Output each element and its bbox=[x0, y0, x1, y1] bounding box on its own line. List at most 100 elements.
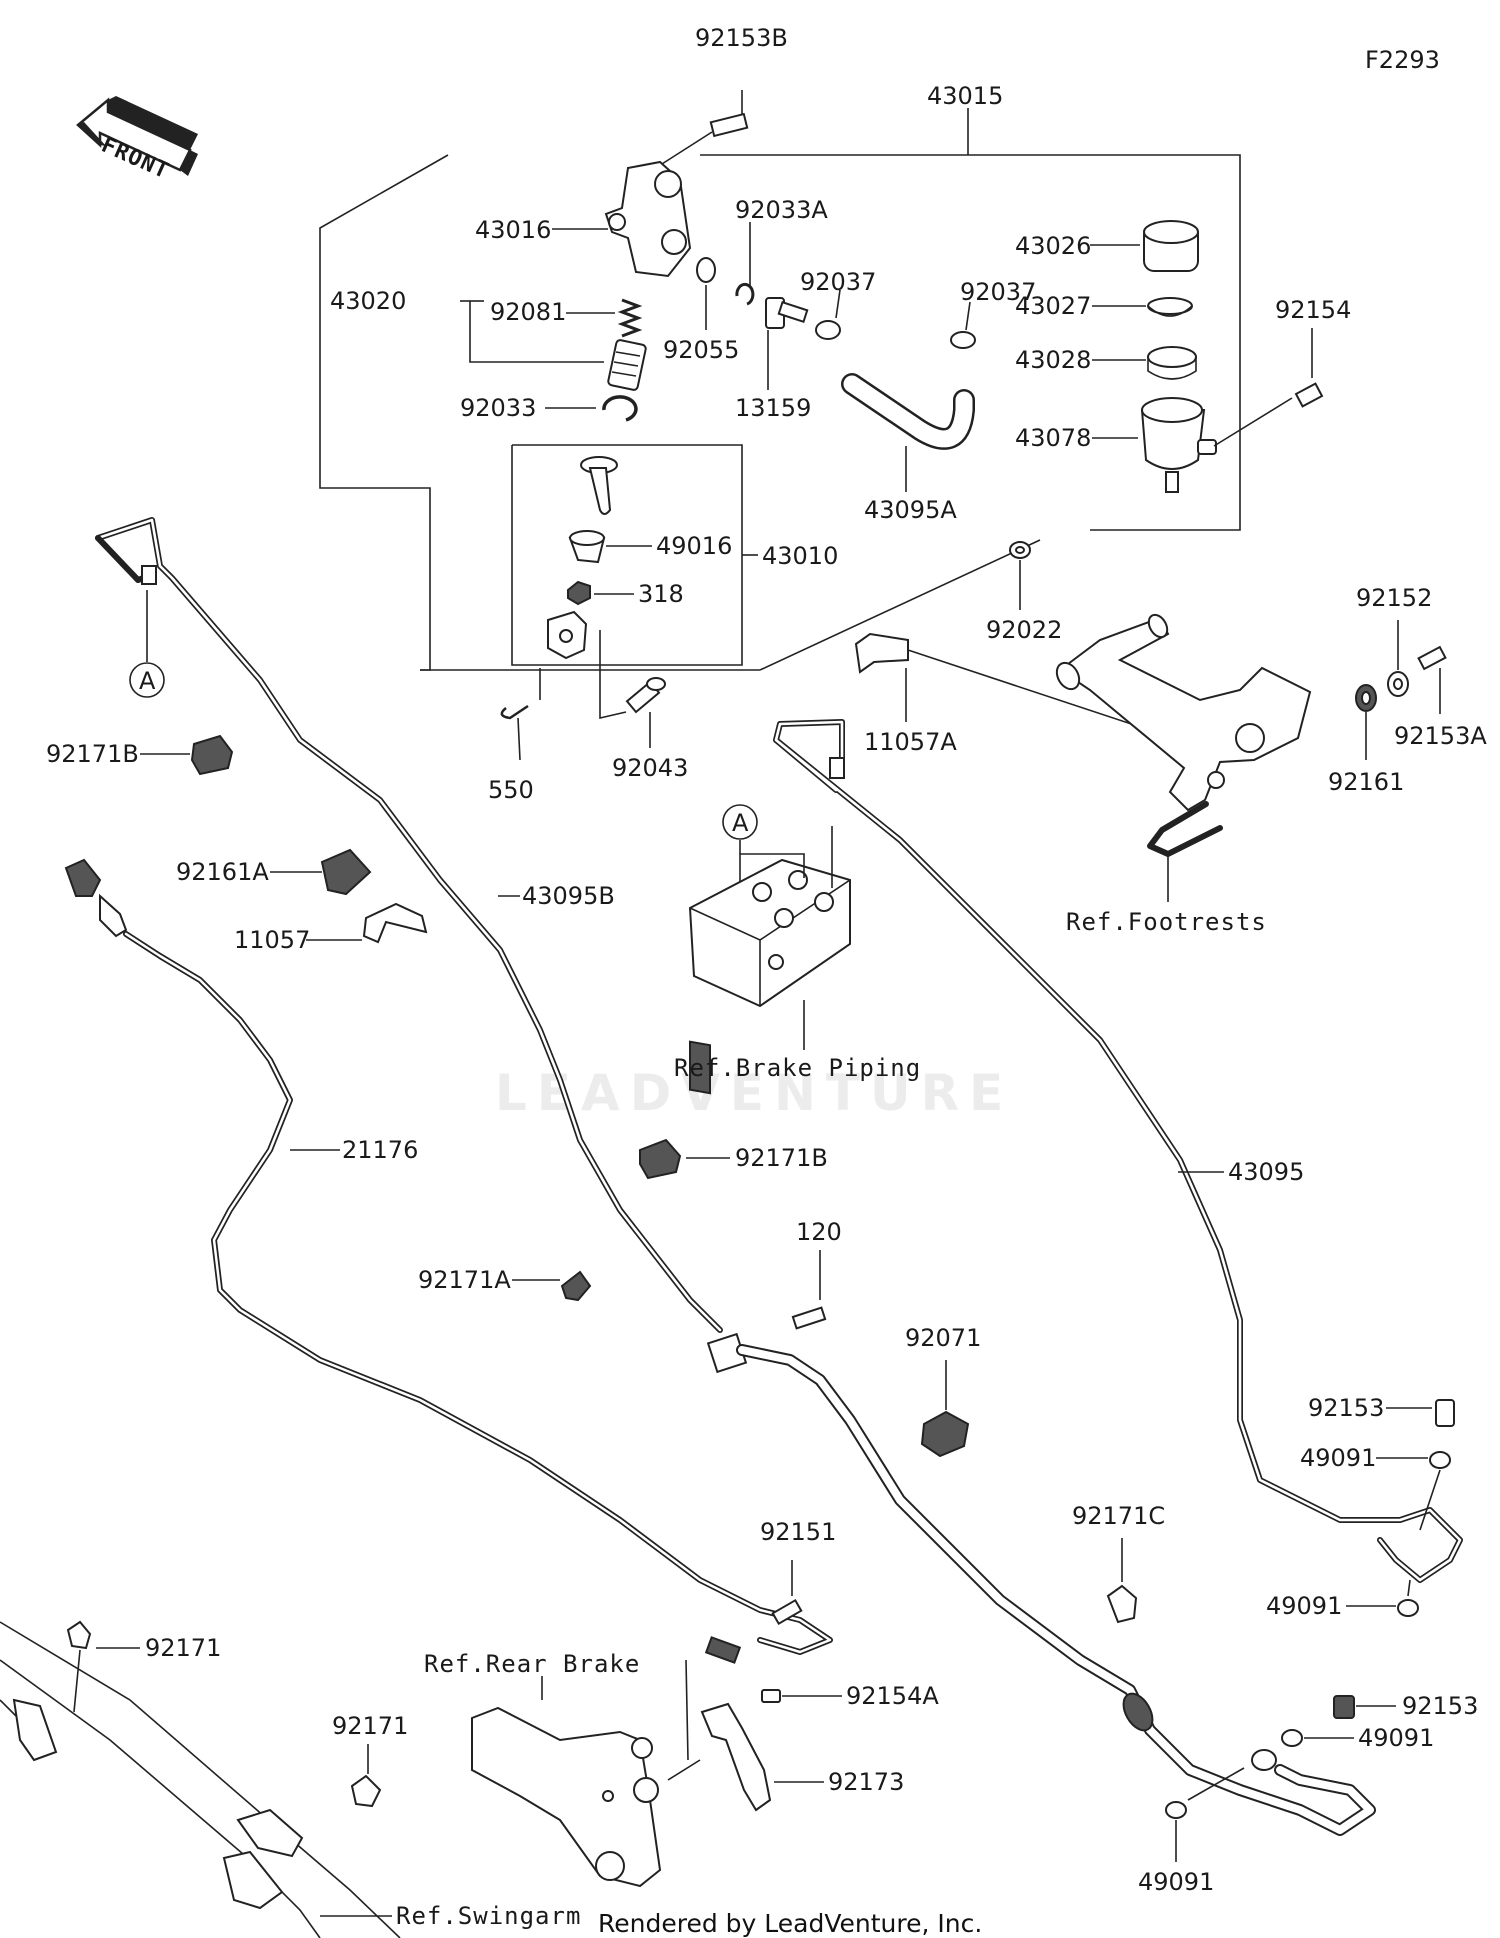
ref-rear-brake-label: Ref.Rear Brake bbox=[424, 1650, 640, 1678]
assembly-43010-outline bbox=[511, 444, 758, 666]
label-92037-b: 92037 bbox=[960, 278, 1036, 306]
label-43078: 43078 bbox=[1015, 424, 1091, 452]
bracket-11057 bbox=[306, 902, 428, 944]
label-92055: 92055 bbox=[663, 336, 739, 364]
label-92154A: 92154A bbox=[846, 1682, 939, 1710]
oring-92055 bbox=[696, 257, 716, 330]
ref-brake-piping-label: Ref.Brake Piping bbox=[674, 1054, 921, 1082]
bolt-120 bbox=[791, 1250, 827, 1330]
reservoir-cap-43026 bbox=[1090, 220, 1199, 272]
washer-49091-1 bbox=[1376, 1451, 1451, 1531]
diaphragm-43028 bbox=[1092, 346, 1197, 380]
label-49091-3: 49091 bbox=[1358, 1724, 1434, 1752]
label-92171C: 92171C bbox=[1072, 1502, 1165, 1530]
push-rod bbox=[580, 456, 618, 515]
rear-brake-caliper bbox=[471, 1676, 701, 1888]
label-43016: 43016 bbox=[475, 216, 551, 244]
label-11057: 11057 bbox=[234, 926, 310, 954]
clip-92171-lower bbox=[350, 1744, 382, 1808]
bolt-92153A bbox=[1417, 645, 1447, 714]
label-92154: 92154 bbox=[1275, 296, 1351, 324]
rear-abs-sensor-connector bbox=[685, 1636, 742, 1761]
pin-92043 bbox=[599, 630, 666, 748]
brake-pipe-43095B bbox=[95, 517, 723, 1333]
washer-49091-3 bbox=[1281, 1729, 1354, 1747]
spring-92081 bbox=[566, 298, 643, 338]
clip-92171C bbox=[1106, 1538, 1138, 1624]
label-13159: 13159 bbox=[735, 394, 811, 422]
label-92161: 92161 bbox=[1328, 768, 1404, 796]
label-92043: 92043 bbox=[612, 754, 688, 782]
label-92171-upper: 92171 bbox=[145, 1634, 221, 1662]
label-49016: 49016 bbox=[656, 532, 732, 560]
label-11057A: 11057A bbox=[864, 728, 957, 756]
label-49091-4: 49091 bbox=[1138, 1868, 1214, 1896]
ref-swingarm-label: Ref.Swingarm bbox=[396, 1902, 581, 1930]
hose-clamp-92037-b bbox=[950, 301, 976, 349]
bolt-92154 bbox=[1213, 328, 1324, 447]
label-43027: 43027 bbox=[1015, 292, 1091, 320]
label-49091-2: 49091 bbox=[1266, 1592, 1342, 1620]
callout-a-abs-label: A bbox=[732, 809, 749, 837]
label-43020: 43020 bbox=[330, 287, 406, 315]
master-cylinder-body-43016 bbox=[552, 160, 692, 278]
washer-92022 bbox=[1009, 541, 1031, 610]
circlip-92033 bbox=[545, 395, 638, 422]
clevis-joint bbox=[547, 610, 588, 660]
label-92153-lower: 92153 bbox=[1402, 1692, 1478, 1720]
reservoir-tank-43078 bbox=[1092, 397, 1217, 493]
circlip-92033A bbox=[735, 222, 755, 306]
brake-hose-front-caliper bbox=[706, 1332, 1376, 1836]
nut-318 bbox=[567, 580, 634, 606]
label-92171A: 92171A bbox=[418, 1266, 511, 1294]
bolt-92151 bbox=[771, 1560, 803, 1626]
bolt-92154A bbox=[761, 1689, 842, 1703]
label-92033A: 92033A bbox=[735, 196, 828, 224]
label-92171-lower: 92171 bbox=[332, 1712, 408, 1740]
label-92171B-center: 92171B bbox=[735, 1144, 828, 1172]
piston-assembly bbox=[460, 300, 647, 391]
label-43028: 43028 bbox=[1015, 346, 1091, 374]
label-49091-1: 49091 bbox=[1300, 1444, 1376, 1472]
clip-92171A bbox=[512, 1270, 592, 1302]
banjo-bolt-92153-upper bbox=[1386, 1399, 1455, 1427]
callout-a-abs bbox=[722, 804, 758, 854]
grommet-92071 bbox=[920, 1360, 970, 1458]
label-92153B: 92153B bbox=[695, 24, 788, 52]
clip-92171B-left bbox=[140, 734, 234, 776]
label-43095B: 43095B bbox=[522, 882, 615, 910]
hose-clamp-92037-a bbox=[815, 289, 841, 340]
label-92071: 92071 bbox=[905, 1324, 981, 1352]
label-92037-a: 92037 bbox=[800, 268, 876, 296]
assembly-43015-outline bbox=[319, 108, 1241, 671]
fitting-13159 bbox=[765, 297, 809, 390]
label-92161A: 92161A bbox=[176, 858, 269, 886]
label-92153-upper: 92153 bbox=[1308, 1394, 1384, 1422]
label-92153A: 92153A bbox=[1394, 722, 1487, 750]
washer-49091-4 bbox=[1165, 1767, 1245, 1862]
footer-credit: Rendered by LeadVenture, Inc. bbox=[598, 1909, 982, 1938]
label-92152: 92152 bbox=[1356, 584, 1432, 612]
label-43015: 43015 bbox=[927, 82, 1003, 110]
label-92081: 92081 bbox=[490, 298, 566, 326]
callout-a-pipe-label: A bbox=[139, 667, 156, 695]
front-arrow-icon bbox=[76, 96, 198, 176]
label-92033: 92033 bbox=[460, 394, 536, 422]
grommet-92161A bbox=[270, 848, 372, 896]
label-43095A: 43095A bbox=[864, 496, 957, 524]
swingarm bbox=[0, 1621, 401, 1938]
clip-92171B-center bbox=[639, 1138, 730, 1180]
banjo-bolt-92153-lower bbox=[1333, 1695, 1396, 1719]
washer-49091-2 bbox=[1346, 1579, 1419, 1617]
label-92173: 92173 bbox=[828, 1768, 904, 1796]
clip-92171-upper bbox=[66, 1620, 140, 1713]
label-43010: 43010 bbox=[762, 542, 838, 570]
collar-92152 bbox=[1387, 620, 1409, 697]
diagram-code: F2293 bbox=[1365, 46, 1440, 74]
label-120: 120 bbox=[796, 1218, 842, 1246]
label-43095: 43095 bbox=[1228, 1158, 1304, 1186]
label-318: 318 bbox=[638, 580, 684, 608]
label-92022: 92022 bbox=[986, 616, 1062, 644]
